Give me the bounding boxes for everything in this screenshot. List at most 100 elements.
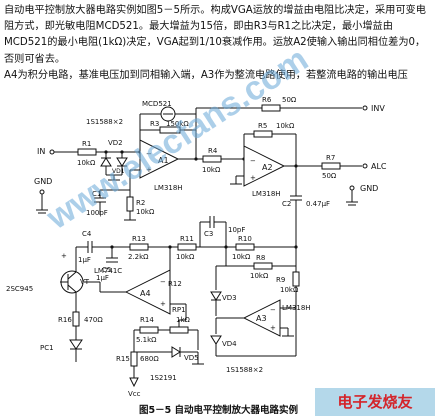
part-a1: LM318H xyxy=(154,184,183,192)
paragraph-1: 自动电平控制放大器电路实例如图5－5所示。构成VGA运放的增益由电阻比决定，采用… xyxy=(4,5,426,65)
label-c5: C5 xyxy=(102,266,111,274)
label-zener: 1S2191 xyxy=(150,374,177,382)
label-inv: INV xyxy=(371,104,385,113)
opamp-a1 xyxy=(139,139,180,179)
label-transistor: 2SC945 xyxy=(6,285,33,293)
part-a4: LM741C xyxy=(94,267,122,275)
figure-caption: 图5－5 自动电平控制放大器电路实例 xyxy=(138,405,299,416)
resistor-r2 xyxy=(126,196,134,212)
vcc-arrow xyxy=(129,377,139,388)
label-vd1: VD1 xyxy=(112,168,125,175)
label-r12: R12 xyxy=(168,280,182,288)
opamp-a2 xyxy=(243,145,286,187)
resistor-r6 xyxy=(261,104,281,112)
value-r13: 2.2kΩ xyxy=(128,253,149,261)
label-rp1: RP1 xyxy=(172,306,186,314)
label-gnd-right: GND xyxy=(360,184,378,193)
label-diode-pair-bottom: 1S1588×2 xyxy=(226,366,263,374)
svg-text:−: − xyxy=(146,150,152,158)
value-r8: 10kΩ xyxy=(250,272,269,280)
label-in: IN xyxy=(37,147,45,156)
label-r8: R8 xyxy=(256,254,265,262)
label-r6: R6 xyxy=(262,96,272,104)
resistor-r8 xyxy=(253,262,273,270)
label-a2: A2 xyxy=(262,163,273,172)
label-r10: R10 xyxy=(238,235,252,243)
potentiometer-rp1 xyxy=(169,326,189,334)
label-r13: R13 xyxy=(132,235,146,243)
label-vcc: Vcc xyxy=(128,390,141,398)
body-text: 自动电平控制放大器电路实例如图5－5所示。构成VGA运放的增益由电阻比决定，采用… xyxy=(4,3,434,84)
label-vd5: VD5 xyxy=(184,354,199,362)
label-r15: R15 xyxy=(116,355,130,363)
resistor-r13 xyxy=(129,243,149,251)
label-r1: R1 xyxy=(82,140,91,148)
value-r11: 10kΩ xyxy=(176,253,195,261)
label-mcd521: MCD521 xyxy=(142,100,172,108)
label-r2: R2 xyxy=(136,199,145,207)
label-r9: R9 xyxy=(276,276,285,284)
diode-vd2 xyxy=(116,157,128,167)
diode-vd3 xyxy=(210,291,222,301)
part-a2: LM318H xyxy=(252,190,281,198)
diode-vd4 xyxy=(210,335,222,345)
value-c3: 10pF xyxy=(228,226,245,234)
resistor-r4 xyxy=(202,155,222,163)
value-c1: 100pF xyxy=(86,209,108,217)
resistor-r11 xyxy=(177,243,197,251)
value-r15: 680Ω xyxy=(140,355,159,363)
resistor-r9 xyxy=(292,271,300,287)
label-c2: C2 xyxy=(282,200,291,208)
value-r9: 10kΩ xyxy=(280,286,299,294)
value-r5: 10kΩ xyxy=(276,122,295,130)
label-r11: R11 xyxy=(180,235,194,243)
resistor-r10 xyxy=(235,243,255,251)
resistor-r15 xyxy=(130,351,138,367)
resistor-r7 xyxy=(321,162,341,170)
value-r10: 10kΩ xyxy=(232,253,251,261)
svg-text:+: + xyxy=(160,300,166,308)
label-vd4: VD4 xyxy=(222,340,237,348)
value-c5: 1μF xyxy=(96,274,109,282)
label-r3: R3 xyxy=(150,120,159,128)
label-a1: A1 xyxy=(158,156,169,165)
resistor-r14 xyxy=(139,326,159,334)
inv-terminal xyxy=(362,105,368,111)
label-c1: C1 xyxy=(92,190,101,198)
value-r14: 5.1kΩ xyxy=(136,336,157,344)
value-r1: 10kΩ xyxy=(77,159,96,167)
svg-text:+: + xyxy=(146,166,152,174)
label-c3: C3 xyxy=(204,230,213,238)
resistor-r5 xyxy=(253,130,273,138)
value-r3: 150kΩ xyxy=(166,120,189,128)
value-c2: 0.47μF xyxy=(306,200,330,208)
circuit-diagram: IN R1 10kΩ GND VD2 VD1 1S1588×2 MCD521 xyxy=(6,96,387,398)
zener-vd5 xyxy=(171,346,181,358)
svg-text:−: − xyxy=(270,306,276,314)
value-r16: 470Ω xyxy=(84,316,103,324)
led-pc1 xyxy=(69,339,83,350)
opamp-a4 xyxy=(124,269,171,315)
label-a3: A3 xyxy=(256,314,267,323)
label-r7: R7 xyxy=(326,154,335,162)
label-a4: A4 xyxy=(140,289,151,298)
label-r5: R5 xyxy=(258,122,267,130)
label-pc1: PC1 xyxy=(40,344,54,352)
label-c4: C4 xyxy=(82,230,92,238)
label-r14: R14 xyxy=(140,316,154,324)
label-r4: R4 xyxy=(208,147,218,155)
value-r6: 50Ω xyxy=(282,96,297,104)
label-diode-pair-top: 1S1588×2 xyxy=(86,118,123,126)
svg-text:−: − xyxy=(160,278,166,286)
svg-text:+: + xyxy=(270,324,276,332)
resistor-r1 xyxy=(77,148,97,156)
label-vd3: VD3 xyxy=(222,294,237,302)
label-gnd-left: GND xyxy=(34,177,52,186)
label-plus: + xyxy=(61,252,67,260)
svg-text:+: + xyxy=(250,174,256,182)
in-terminal xyxy=(49,149,55,155)
value-r2: 10kΩ xyxy=(136,208,155,216)
site-logo: 电子发烧友 xyxy=(315,388,435,416)
diode-vd1 xyxy=(100,157,112,167)
